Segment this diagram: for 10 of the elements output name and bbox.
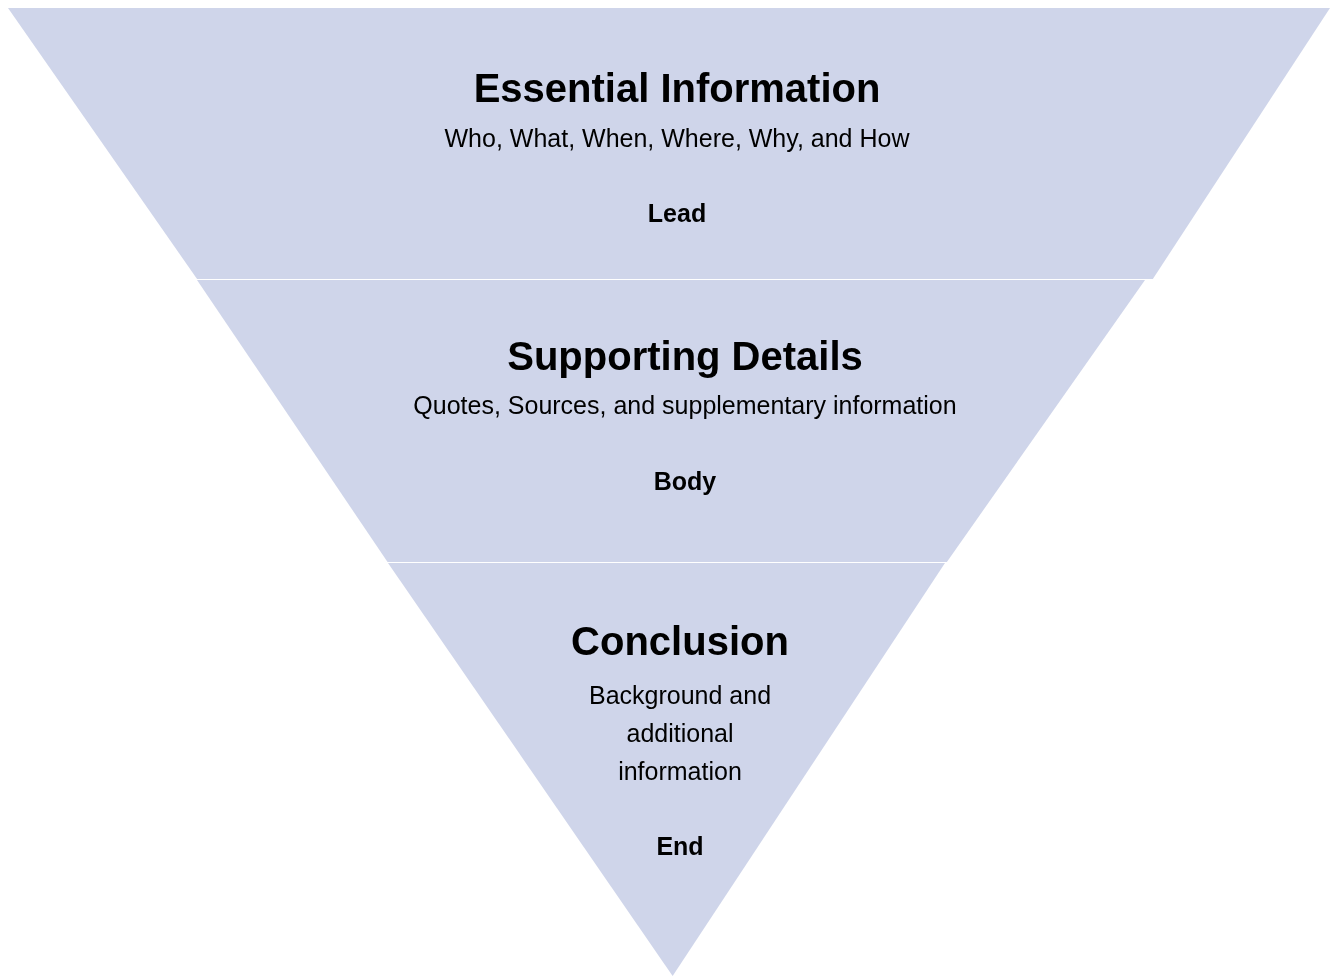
pyramid-band bbox=[8, 8, 1330, 279]
band-label: Lead bbox=[647, 198, 707, 228]
band-label: End bbox=[656, 831, 704, 861]
band-heading: Essential Information bbox=[473, 65, 881, 111]
band-label: Body bbox=[653, 466, 717, 496]
band-heading: Conclusion bbox=[571, 618, 789, 664]
band-description: Background and additional information bbox=[587, 680, 773, 787]
band-description: Who, What, When, Where, Why, and How bbox=[443, 123, 911, 154]
band-heading: Supporting Details bbox=[507, 333, 863, 379]
band-description: Quotes, Sources, and supplementary information bbox=[412, 390, 958, 421]
